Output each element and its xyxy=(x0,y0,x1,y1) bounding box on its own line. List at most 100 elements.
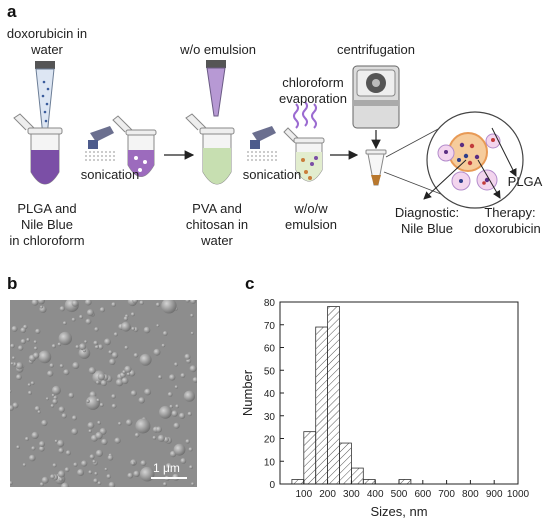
sem-particle xyxy=(140,460,147,466)
label-doxorubicin: water xyxy=(31,42,63,57)
sem-particle xyxy=(11,325,18,332)
sem-particle xyxy=(131,326,136,331)
sem-particle xyxy=(22,463,27,467)
label-plga-nileblue: PLGA and xyxy=(17,201,77,216)
sem-particle xyxy=(51,344,57,349)
sem-particle xyxy=(31,300,39,306)
sem-particle xyxy=(92,459,96,464)
sem-particle xyxy=(101,438,108,446)
sem-particle xyxy=(72,362,80,369)
label-therapy: doxorubicin xyxy=(474,221,541,236)
therapy-pointer xyxy=(477,159,501,199)
x-tick-label: 400 xyxy=(367,489,384,500)
sem-particle xyxy=(94,471,98,476)
sem-particle xyxy=(190,331,194,335)
sem-particle xyxy=(155,426,162,433)
sem-particle xyxy=(89,454,95,460)
sem-particle xyxy=(163,482,167,487)
sem-particle xyxy=(127,472,134,479)
sem-particle xyxy=(139,466,155,482)
sem-particle xyxy=(53,395,58,400)
sem-particle xyxy=(39,482,44,487)
sem-particle xyxy=(82,349,86,353)
sem-particle xyxy=(41,419,48,427)
sem-particle xyxy=(180,458,187,464)
sem-particle xyxy=(169,374,176,381)
sem-particle xyxy=(33,346,38,351)
sem-particle xyxy=(37,410,41,414)
pipette-icon xyxy=(35,61,55,137)
sonicator-icon xyxy=(247,126,277,161)
sem-particle xyxy=(180,373,186,378)
histogram-bar xyxy=(327,306,340,485)
sem-particle xyxy=(20,338,26,345)
x-tick-label: 500 xyxy=(391,489,408,500)
histogram-bar xyxy=(315,326,328,485)
sem-particle xyxy=(139,300,144,305)
sem-particle xyxy=(77,469,85,476)
sem-particle xyxy=(95,431,103,440)
sem-particle xyxy=(84,340,88,344)
sem-particle xyxy=(39,441,45,447)
histogram-bar xyxy=(291,479,305,485)
scale-bar-label: 1 μm xyxy=(153,461,180,475)
sem-particle xyxy=(94,327,99,332)
sem-particle xyxy=(81,460,88,467)
sem-particle xyxy=(25,436,29,441)
sem-particle xyxy=(174,362,179,367)
histogram-bar xyxy=(398,479,412,485)
sem-particle xyxy=(85,300,92,306)
sem-particle xyxy=(118,421,122,426)
sem-particle xyxy=(173,422,180,429)
sem-particle xyxy=(107,455,114,461)
sem-particle xyxy=(85,395,100,410)
sem-particle xyxy=(120,321,131,332)
tube-icon xyxy=(13,113,63,185)
sem-particle xyxy=(124,345,129,350)
tube-icon xyxy=(112,115,157,177)
sem-particle xyxy=(65,450,71,456)
sem-particle xyxy=(10,362,14,366)
sem-particle xyxy=(16,374,22,380)
x-tick-label: 200 xyxy=(319,489,336,500)
sem-particle xyxy=(58,406,65,413)
sem-particle xyxy=(12,356,16,360)
sem-particle xyxy=(72,415,77,421)
label-wo-emulsion: w/o emulsion xyxy=(180,42,256,57)
sem-particle xyxy=(37,300,45,305)
sem-particle xyxy=(79,343,87,351)
sem-particle xyxy=(57,470,66,478)
sem-particle xyxy=(54,439,58,443)
histogram-bar xyxy=(303,431,317,485)
sem-particle xyxy=(162,331,168,336)
sem-particle xyxy=(174,385,179,389)
sem-particle xyxy=(167,392,173,397)
x-axis-label: Sizes, nm xyxy=(370,504,427,519)
label-diagnostic: Nile Blue xyxy=(400,221,454,236)
sem-particle xyxy=(108,350,113,355)
sem-particle xyxy=(104,467,108,471)
label-chloroform-evaporation: chloroform xyxy=(282,75,344,90)
sem-particle xyxy=(165,463,173,470)
tube-icon xyxy=(365,149,387,186)
sem-particle xyxy=(99,307,105,313)
sem-particle xyxy=(95,380,100,385)
sem-particle xyxy=(86,399,90,404)
histogram-bar xyxy=(339,442,352,485)
label-pva-chitosan: chitosan in xyxy=(185,217,249,232)
sem-particle xyxy=(161,343,166,348)
sem-particle xyxy=(26,337,30,342)
label-diagnostic: Diagnostic: xyxy=(394,205,460,220)
sem-particle xyxy=(28,390,32,395)
sem-particle xyxy=(187,411,192,417)
centrifuge-icon xyxy=(352,65,400,129)
sem-particle xyxy=(93,478,99,484)
sem-particle xyxy=(130,390,137,397)
sem-particle xyxy=(126,372,131,376)
x-tick-label: 1000 xyxy=(507,489,530,500)
sem-particle xyxy=(47,370,54,377)
sem-particle xyxy=(131,461,135,466)
sem-particle xyxy=(169,404,174,409)
sem-particle xyxy=(108,481,116,487)
sem-particle xyxy=(59,306,65,312)
